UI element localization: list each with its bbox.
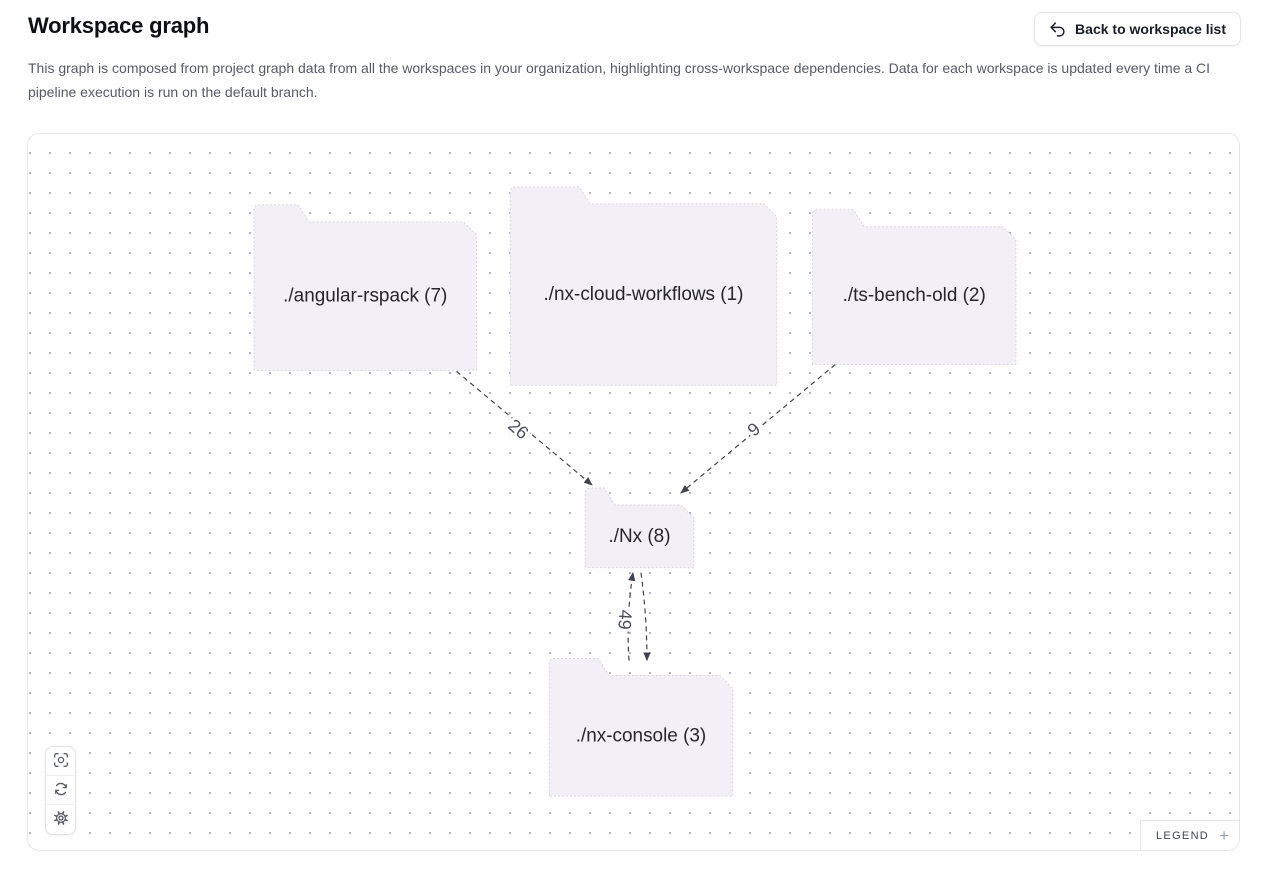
refresh-button[interactable] <box>46 776 75 805</box>
back-button-label: Back to workspace list <box>1075 21 1226 37</box>
graph-toolbar <box>45 746 76 835</box>
page-description: This graph is composed from project grap… <box>28 60 1211 100</box>
page-title: Workspace graph <box>28 13 210 38</box>
graph-edge-ts-bench-old-to-nx <box>680 363 836 494</box>
workspace-graph-svg: ./angular-rspack (7) ./nx-cloud-workflows… <box>253 186 1017 797</box>
page-header: Workspace graph Back to workspace list <box>0 0 1262 46</box>
workspace-graph-canvas[interactable]: ./angular-rspack (7) ./nx-cloud-workflows… <box>27 133 1240 851</box>
legend-label: LEGEND <box>1156 829 1210 842</box>
plus-icon: + <box>1219 826 1229 845</box>
refresh-icon <box>53 781 69 800</box>
graph-node-label-nx-console: ./nx-console (3) <box>576 725 707 746</box>
settings-button[interactable] <box>46 805 75 834</box>
fit-view-icon <box>53 752 69 771</box>
graph-edge-label-angular-rspack-to-nx: 26 <box>504 415 532 443</box>
graph-edge-label-ts-bench-old-to-nx: 6 <box>743 418 764 440</box>
legend-toggle[interactable]: LEGEND + <box>1140 820 1239 850</box>
graph-edge-nx-to-nx-console <box>640 572 651 662</box>
graph-node-label-nx: ./Nx (8) <box>608 526 670 547</box>
graph-node-label-nx-cloud-workflows: ./nx-cloud-workflows (1) <box>543 284 743 305</box>
graph-node-nx-cloud-workflows[interactable]: ./nx-cloud-workflows (1) <box>509 186 778 386</box>
graph-node-nx-console[interactable]: ./nx-console (3) <box>548 658 734 797</box>
fit-view-button[interactable] <box>46 747 75 776</box>
graph-node-label-ts-bench-old: ./ts-bench-old (2) <box>843 285 986 306</box>
graph-edge-label-nx-console-to-nx: 49 <box>614 609 635 630</box>
back-to-workspace-list-button[interactable]: Back to workspace list <box>1034 12 1241 46</box>
graph-node-nx[interactable]: ./Nx (8) <box>584 487 695 569</box>
graph-node-label-angular-rspack: ./angular-rspack (7) <box>283 286 447 307</box>
gear-icon <box>53 810 69 829</box>
arrow-uturn-left-icon <box>1049 21 1066 38</box>
graph-edge-angular-rspack-to-nx <box>456 370 593 486</box>
graph-node-ts-bench-old[interactable]: ./ts-bench-old (2) <box>812 209 1017 365</box>
graph-node-angular-rspack[interactable]: ./angular-rspack (7) <box>253 204 477 371</box>
